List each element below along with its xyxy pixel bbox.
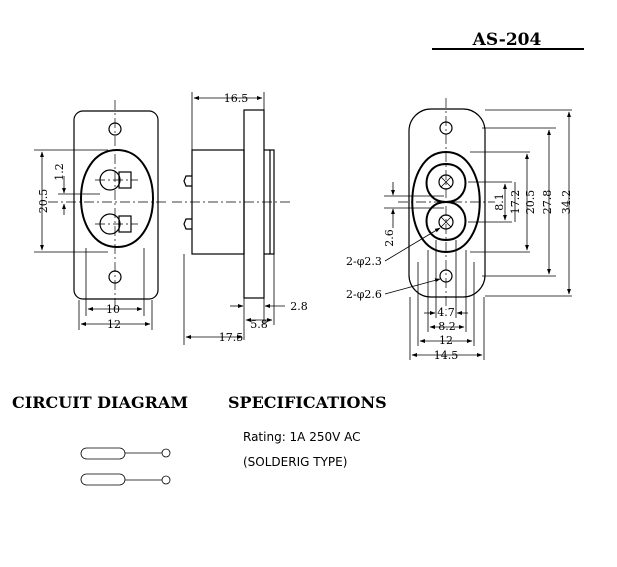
circuit-contact-lower <box>80 473 126 486</box>
circuit-terminal-lower <box>161 475 171 485</box>
back-dim-14-5: 14.5 <box>434 349 459 362</box>
leader-line <box>384 278 441 295</box>
back-callout-small-hole: 2-φ2.3 <box>346 255 382 268</box>
back-dim-27-8: 27.8 <box>541 190 554 215</box>
front-dim-outer-width: 12 <box>107 318 121 331</box>
leader-line <box>384 227 441 262</box>
specifications: SPECIFICATIONS Rating: 1A 250V AC (SOLDE… <box>228 393 387 469</box>
side-dim-total: 17.5 <box>219 331 244 344</box>
circuit-contact-upper <box>80 447 126 460</box>
specs-type: (SOLDERIG TYPE) <box>243 455 347 469</box>
title-block: AS-204 <box>432 30 584 50</box>
back-dim-4-7: 4.7 <box>437 306 455 319</box>
back-dim-17-2: 17.2 <box>509 190 522 215</box>
circuit-heading: CIRCUIT DIAGRAM <box>12 393 188 412</box>
front-flange <box>73 110 159 300</box>
front-dim-height: 20.5 <box>37 189 50 214</box>
side-terminal-upper <box>183 175 192 187</box>
back-flange <box>408 108 486 298</box>
side-dim-top: 16.5 <box>224 92 249 105</box>
back-dim-8-2: 8.2 <box>438 320 456 333</box>
back-dim-8-1: 8.1 <box>493 193 506 211</box>
specs-heading: SPECIFICATIONS <box>228 393 387 412</box>
front-view: 20.5 1.2 10 12 <box>34 100 168 331</box>
side-view: 16.5 2.8 5.8 17.5 <box>172 92 308 345</box>
back-terminal-outline <box>425 162 467 242</box>
circuit-diagram: CIRCUIT DIAGRAM <box>12 393 188 486</box>
back-terminal-mark <box>440 216 452 228</box>
side-terminal-lower <box>183 218 192 230</box>
back-dim-12: 12 <box>439 334 453 347</box>
specs-rating: Rating: 1A 250V AC <box>243 430 361 444</box>
front-body-outline <box>80 148 154 249</box>
side-dim-body: 5.8 <box>250 318 268 331</box>
side-flange <box>243 109 265 299</box>
back-terminal-mark <box>440 176 452 188</box>
back-view: 8.1 17.2 20.5 27.8 34.2 2.6 2-φ2.3 2-φ2.… <box>346 98 573 362</box>
front-dim-inner-width: 10 <box>106 303 120 316</box>
back-callout-large-hole: 2-φ2.6 <box>346 288 382 301</box>
circuit-terminal-upper <box>161 448 171 458</box>
front-dim-pin-gap: 1.2 <box>53 163 66 181</box>
back-dim-20-5: 20.5 <box>524 190 537 215</box>
model-title: AS-204 <box>472 30 542 50</box>
back-dim-34-2: 34.2 <box>560 190 573 215</box>
side-dim-flange: 2.8 <box>290 300 308 313</box>
back-dim-2-6: 2.6 <box>383 229 396 247</box>
